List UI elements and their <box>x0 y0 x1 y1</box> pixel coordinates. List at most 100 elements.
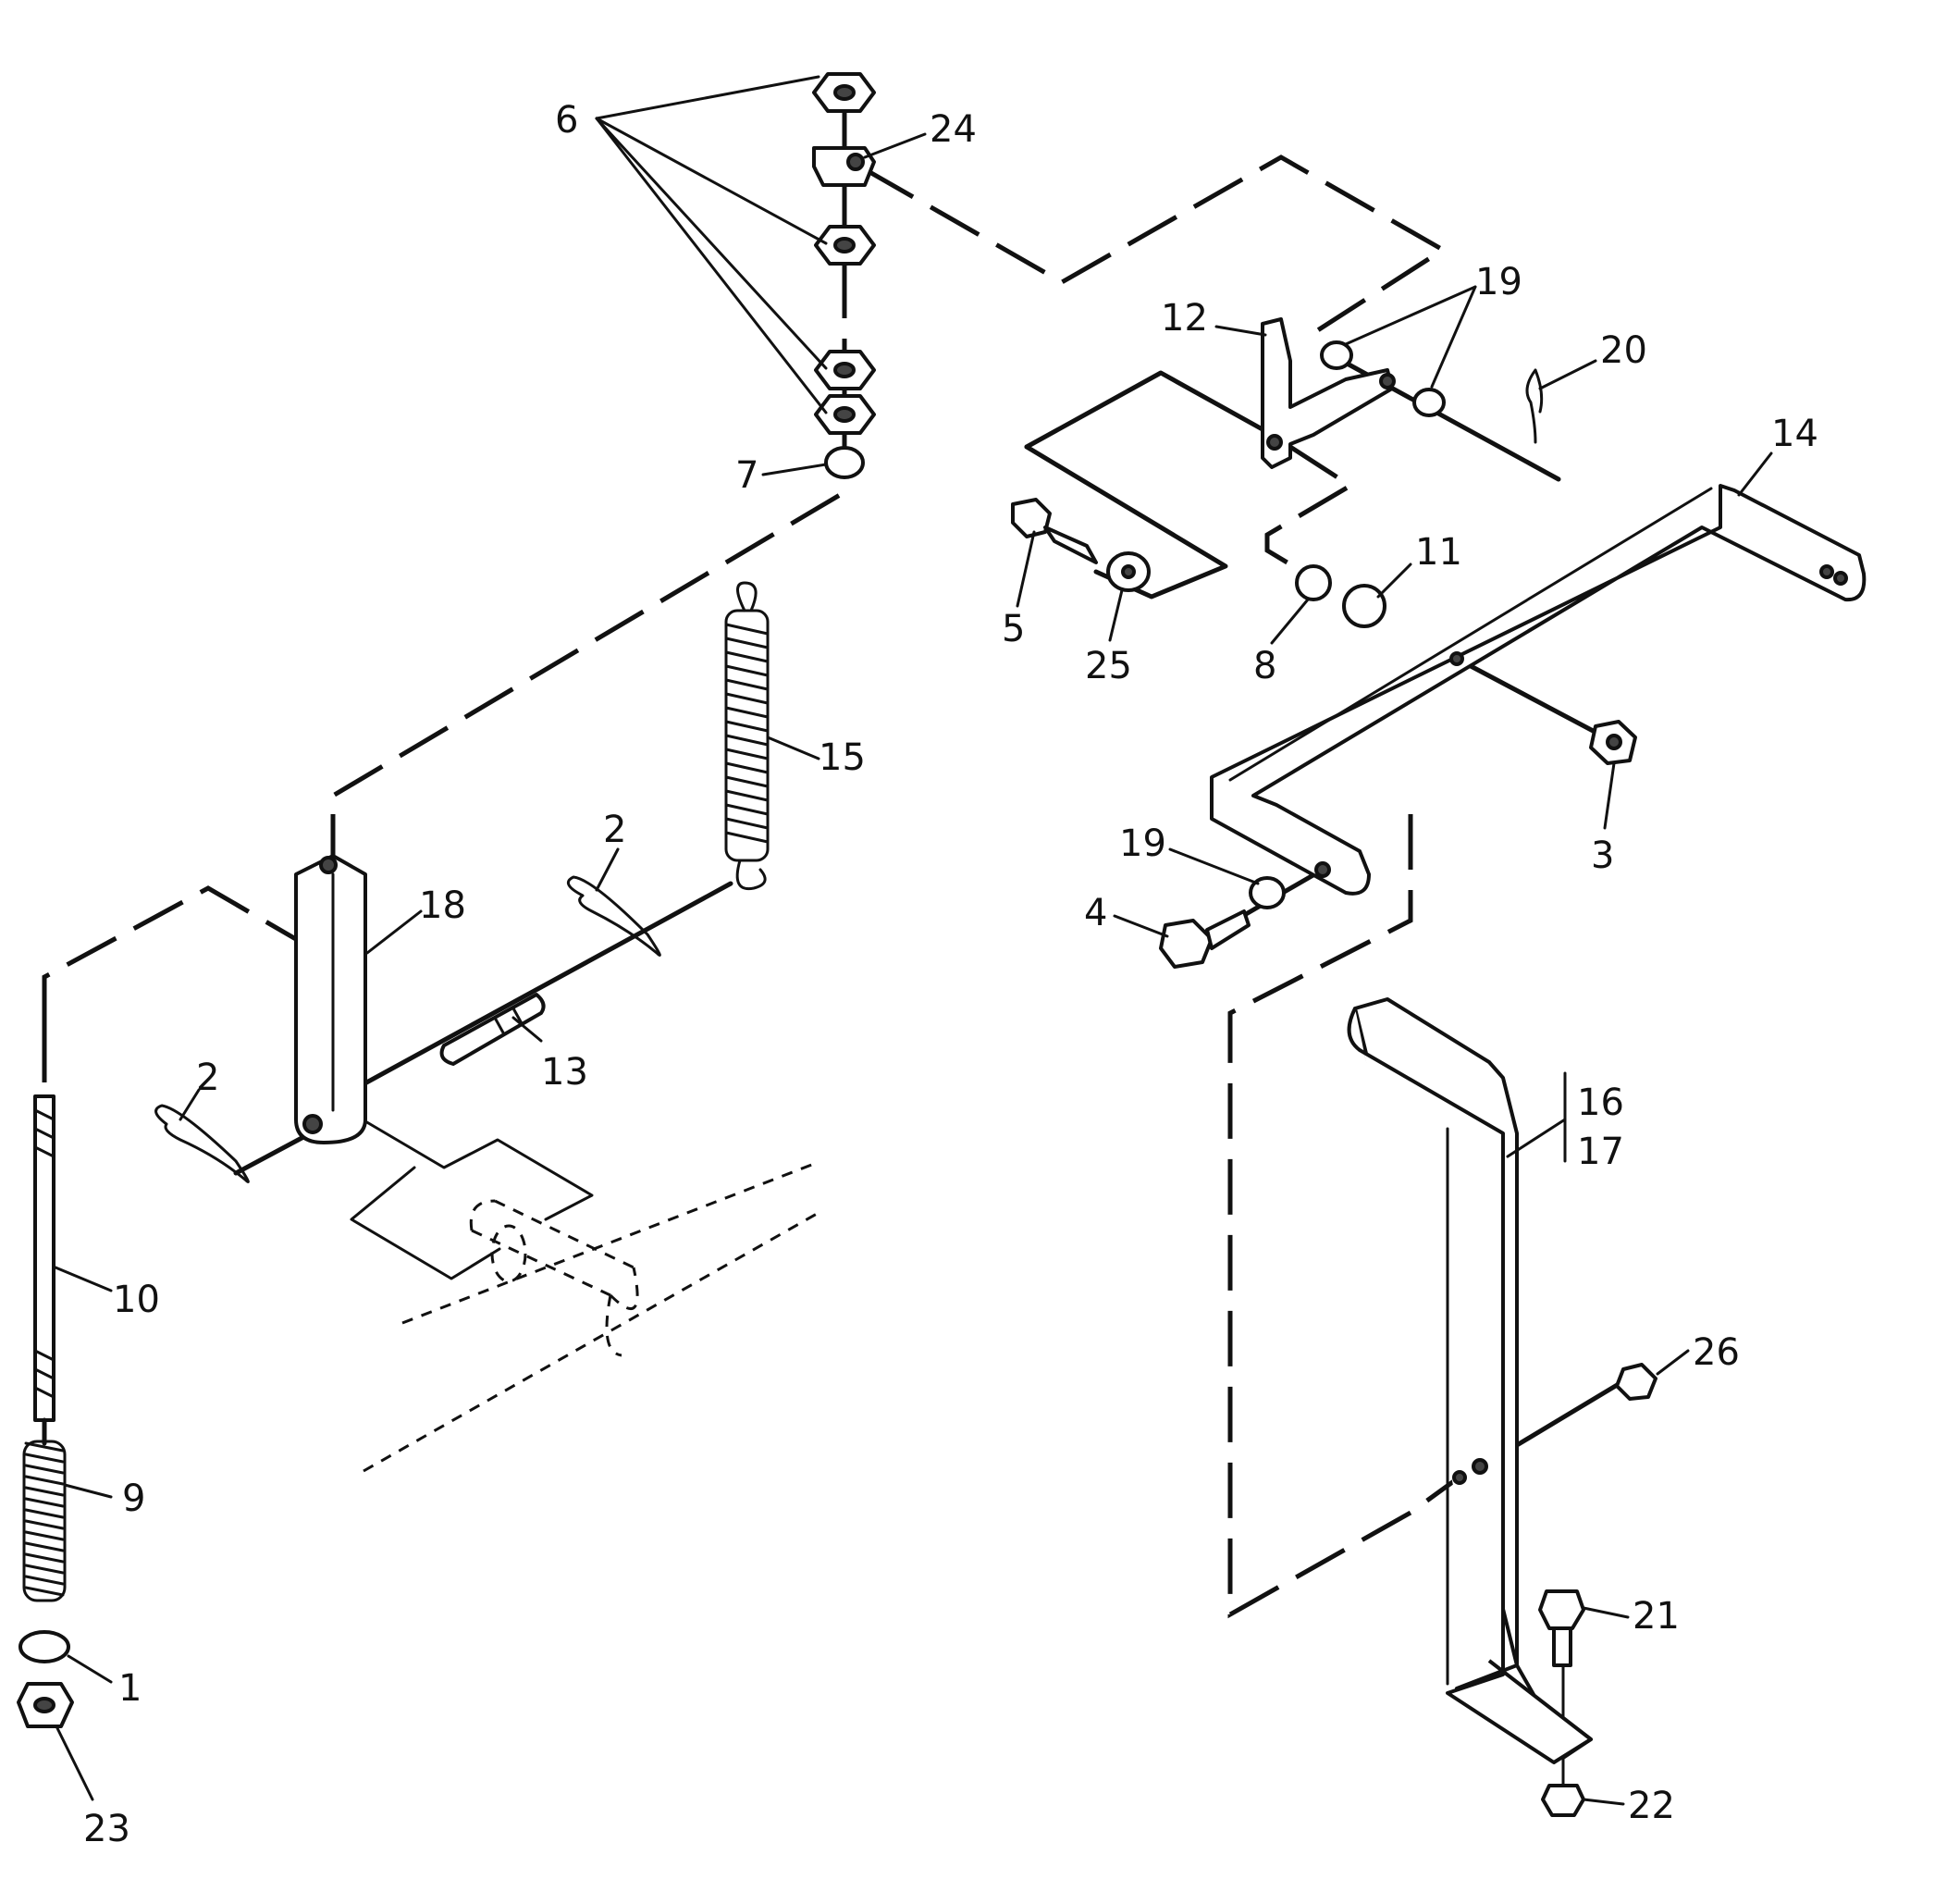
washer-1 <box>18 1630 70 1663</box>
clamp-24-hole <box>846 153 865 171</box>
cotter-pin-20 <box>1525 368 1544 444</box>
nut-6b-hole <box>833 237 856 253</box>
leader-2a <box>595 847 620 892</box>
leader-24 <box>863 132 927 159</box>
shaft-top-edge <box>401 1162 815 1325</box>
leader-4 <box>1113 914 1169 938</box>
assembly-line-12-box-top <box>1024 370 1288 461</box>
pin-13-body <box>439 993 546 1066</box>
nut-3-hole <box>1606 734 1622 750</box>
mount-bracket-hole-b <box>1452 1470 1467 1485</box>
leader-22 <box>1582 1798 1625 1806</box>
bar-14-hole-end-b <box>1833 571 1848 586</box>
mount-bracket-hole-a <box>1472 1458 1488 1475</box>
callout-10: 10 <box>113 1279 160 1321</box>
leader-20 <box>1538 359 1597 390</box>
callout-2a: 2 <box>603 809 626 851</box>
mount-bracket-outline <box>1347 1008 1593 1764</box>
bracket-12 <box>1261 317 1396 469</box>
washer-19c <box>1249 876 1286 909</box>
leader-lines <box>54 75 1773 1806</box>
leader-19a <box>1344 285 1477 346</box>
leader-10 <box>54 1266 113 1292</box>
bar-14-body <box>1210 484 1867 896</box>
callout-15: 15 <box>819 736 866 779</box>
washer-8 <box>1295 564 1332 601</box>
callout-9: 9 <box>122 1477 145 1520</box>
mount-bracket-16-17 <box>1347 997 1593 1764</box>
pivot-arm-top-hole <box>319 856 338 874</box>
nut-23-hole <box>33 1697 55 1713</box>
bar-14-hole-bolt <box>1314 861 1331 878</box>
callout-24: 24 <box>930 108 977 151</box>
assembly-line-arm-box <box>350 1166 501 1280</box>
leader-11 <box>1376 563 1412 599</box>
spring-9-coils <box>24 1441 65 1597</box>
clamp-24 <box>812 146 876 187</box>
callout-12: 12 <box>1161 297 1208 340</box>
shaft <box>363 1162 824 1473</box>
shaft-hole <box>490 1224 527 1283</box>
pivot-arm-18 <box>294 854 367 1144</box>
leader-13 <box>511 1016 543 1043</box>
washer-19a <box>1320 340 1353 370</box>
bolt-21-head <box>1538 1589 1585 1630</box>
clip-2b <box>154 1104 250 1183</box>
leader-5 <box>1016 530 1036 608</box>
assembly-line-24-to-12 <box>863 155 1448 336</box>
nut-26 <box>1615 1363 1657 1401</box>
spring-15-hook-bottom <box>735 859 767 891</box>
callout-16: 16 <box>1577 1082 1624 1124</box>
bolt-5-head <box>1011 498 1052 538</box>
callout-14: 14 <box>1771 413 1818 455</box>
callout-19a: 19 <box>1475 261 1522 303</box>
callout-8: 8 <box>1253 645 1276 687</box>
bracket-12-body <box>1261 317 1394 469</box>
leader-16-17 <box>1506 1118 1567 1158</box>
callout-7: 7 <box>735 454 758 497</box>
clip-2b-shape <box>154 1104 250 1183</box>
leader-6a <box>595 75 820 120</box>
bolt-4 <box>1159 909 1251 969</box>
assembly-line-14-to-3 <box>1454 656 1617 745</box>
bolt-4-head <box>1159 919 1214 969</box>
pin-13-groove-a <box>493 1016 506 1036</box>
callout-3: 3 <box>1591 835 1614 877</box>
bracket-12-hole-b <box>1379 373 1396 389</box>
bolt-4-shank <box>1205 909 1251 950</box>
assembly-line-mount <box>1227 814 1463 1619</box>
assembly-line-arm-bottom <box>364 1119 594 1221</box>
assembly-line-clip-2b <box>233 1133 308 1176</box>
nut-6d-hole <box>833 406 856 423</box>
leader-26 <box>1656 1349 1690 1376</box>
pivot-arm-body <box>294 854 367 1144</box>
callout-23: 23 <box>83 1808 130 1850</box>
nut-6c-hole <box>833 362 856 378</box>
callout-18: 18 <box>419 884 466 927</box>
bar-14-hole-end-a <box>1819 564 1834 579</box>
bracket-12-hole-a <box>1266 434 1283 451</box>
spring-15-hook-top <box>736 581 758 612</box>
callout-13: 13 <box>541 1051 588 1094</box>
callout-22: 22 <box>1628 1785 1675 1827</box>
leader-23 <box>55 1726 94 1801</box>
bolt-5 <box>1011 498 1098 564</box>
assembly-lines <box>42 111 1631 1792</box>
leader-14 <box>1737 451 1773 497</box>
leader-21 <box>1582 1606 1630 1619</box>
bolt-21-shank <box>1552 1626 1572 1667</box>
assembly-line-pin-13 <box>347 881 733 1094</box>
leader-3 <box>1603 761 1616 830</box>
nut-11 <box>1342 584 1386 628</box>
callout-labels: 6 24 7 12 19 20 14 5 25 8 11 3 19 4 15 2… <box>83 99 1818 1850</box>
spring-9 <box>22 1440 67 1602</box>
bar-14-hole-mid <box>1449 651 1464 666</box>
leader-1 <box>67 1654 113 1684</box>
leader-18 <box>365 909 423 955</box>
nut-6a-hole <box>833 84 856 101</box>
rod-10-threads <box>33 1108 55 1399</box>
washer-19b <box>1412 388 1446 417</box>
callout-21: 21 <box>1633 1595 1680 1638</box>
